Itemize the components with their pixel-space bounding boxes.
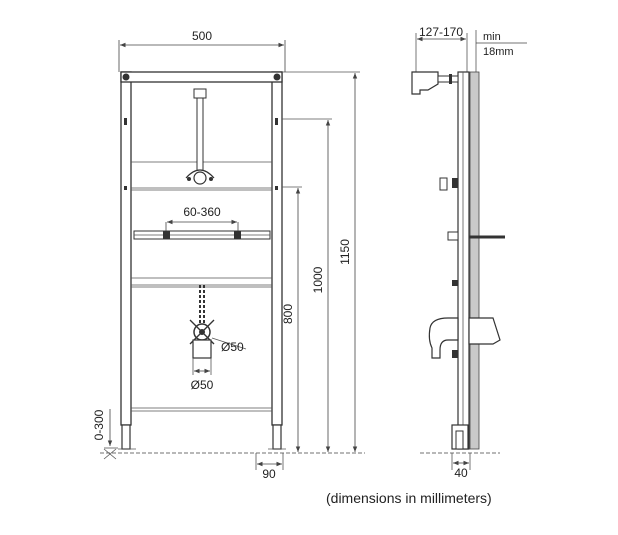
front-view: 500 60-360: [92, 29, 365, 481]
outlet-diameter-label: Ø50: [191, 378, 214, 392]
min-value-label: 18mm: [483, 46, 514, 58]
bottom-width-label: 40: [454, 466, 468, 480]
drain-outlet: [192, 339, 212, 359]
pipe-diameter-label: Ø50: [221, 340, 244, 354]
height-800-label: 800: [281, 304, 295, 324]
side-frame-profile: [457, 71, 470, 450]
foot-range-label: 0-300: [92, 409, 106, 440]
side-view: 127-170 min 18mm 40: [411, 25, 527, 480]
height-1150-label: 1150: [338, 239, 352, 265]
right-foot: [272, 424, 282, 450]
height-1000-label: 1000: [311, 266, 325, 293]
drain-outlet-side: [428, 317, 459, 359]
depth-range-label: 127-170: [419, 25, 463, 39]
foot-offset-label: 90: [262, 467, 276, 481]
frame-top-rail: [120, 71, 283, 83]
adjust-range-label: 60-360: [183, 205, 221, 219]
units-caption: (dimensions in millimeters): [326, 490, 492, 506]
wall-plate: [469, 71, 480, 450]
supply-pipe: [196, 96, 204, 172]
width-label: 500: [192, 29, 212, 43]
top-bracket: [411, 71, 439, 95]
left-foot: [121, 424, 131, 450]
min-label: min: [483, 31, 501, 43]
